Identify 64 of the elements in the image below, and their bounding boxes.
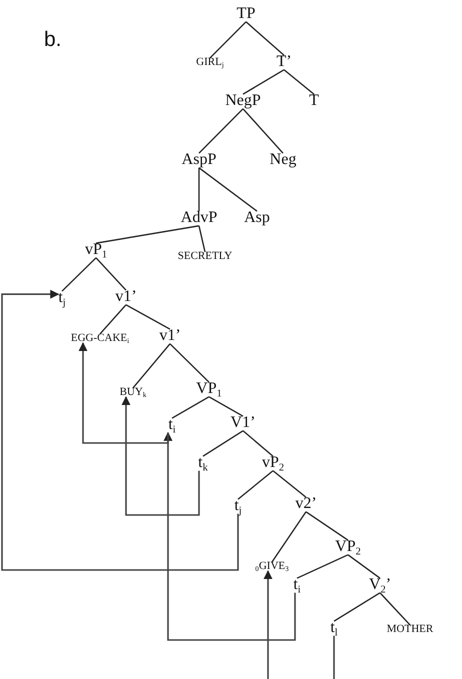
tree-branch (242, 69, 284, 95)
category-label: VP$_{2}$ (335, 538, 361, 556)
tree-branch (172, 396, 210, 419)
movement-arrow (1, 290, 239, 571)
category-label: t$_{l}$ (330, 619, 338, 637)
lexical-item-label: SECRETLY (178, 250, 232, 262)
tree-branch (100, 304, 126, 334)
category-label: Neg (270, 151, 296, 169)
tree-branch (242, 108, 284, 154)
movement-arrow (264, 570, 272, 679)
category-label: V1’ (230, 414, 256, 432)
tree-branch (208, 396, 244, 417)
category-label: AdvP (180, 209, 218, 227)
tree-branch (284, 69, 314, 95)
category-label: t$_{i}$ (168, 416, 176, 434)
movement-arrow (164, 432, 296, 641)
lexical-item-label: MOTHER (386, 622, 434, 636)
category-label: TP (236, 5, 256, 23)
tree-branch (198, 168, 200, 212)
category-label: v2’ (295, 495, 317, 513)
lexical-item-label: EGG-CAKE$_{i}$ (70, 332, 130, 344)
tree-branch (334, 592, 380, 622)
tree-branch (96, 257, 126, 291)
tree-branch (380, 592, 410, 626)
lexical-item-label: $_{0}$GIVE$_{3}$ (255, 560, 289, 572)
tree-branch (132, 343, 170, 388)
tree-branch (170, 343, 210, 383)
tree-branch (238, 470, 274, 500)
tree-branch (62, 257, 96, 292)
tree-branch (198, 167, 258, 212)
category-label: NegP (225, 92, 261, 110)
category-label: T’ (276, 53, 292, 71)
tree-branch (198, 226, 206, 252)
tree-branch (96, 225, 200, 244)
category-label: AspP (182, 151, 216, 169)
tree-branch (246, 21, 284, 56)
tree-branch (272, 470, 306, 498)
category-label: Asp (244, 209, 270, 227)
tree-branch (126, 304, 170, 330)
lexical-item-label: BUY$_{k}$ (120, 386, 146, 398)
tree-branch (271, 511, 307, 562)
movement-arrow (78, 342, 169, 444)
category-label: t$_{j}$ (58, 289, 66, 307)
category-label: vP$_{1}$ (84, 241, 108, 259)
category-label: VP$_{1}$ (196, 380, 222, 398)
category-label: V$_{2}$’ (368, 576, 392, 594)
tree-branch (210, 21, 246, 58)
category-label: T (309, 92, 319, 110)
movement-line (333, 636, 335, 679)
tree-branch (306, 511, 348, 541)
category-label: v1’ (115, 288, 137, 306)
category-label: t$_{j}$ (234, 497, 242, 515)
category-label: t$_{k}$ (198, 454, 208, 472)
movement-arrow (122, 396, 200, 516)
tree-branch (242, 430, 274, 457)
lexical-item-label: GIRL$_{j}$ (196, 56, 224, 68)
category-label: vP$_{2}$ (262, 454, 284, 472)
tree-branch (348, 554, 380, 579)
category-label: t$_{i}$ (293, 576, 301, 594)
tree-branch (198, 108, 244, 154)
panel-letter: b. (44, 28, 62, 52)
tree-branch (202, 430, 244, 457)
tree-branch (296, 554, 348, 579)
category-label: v1’ (159, 327, 181, 345)
